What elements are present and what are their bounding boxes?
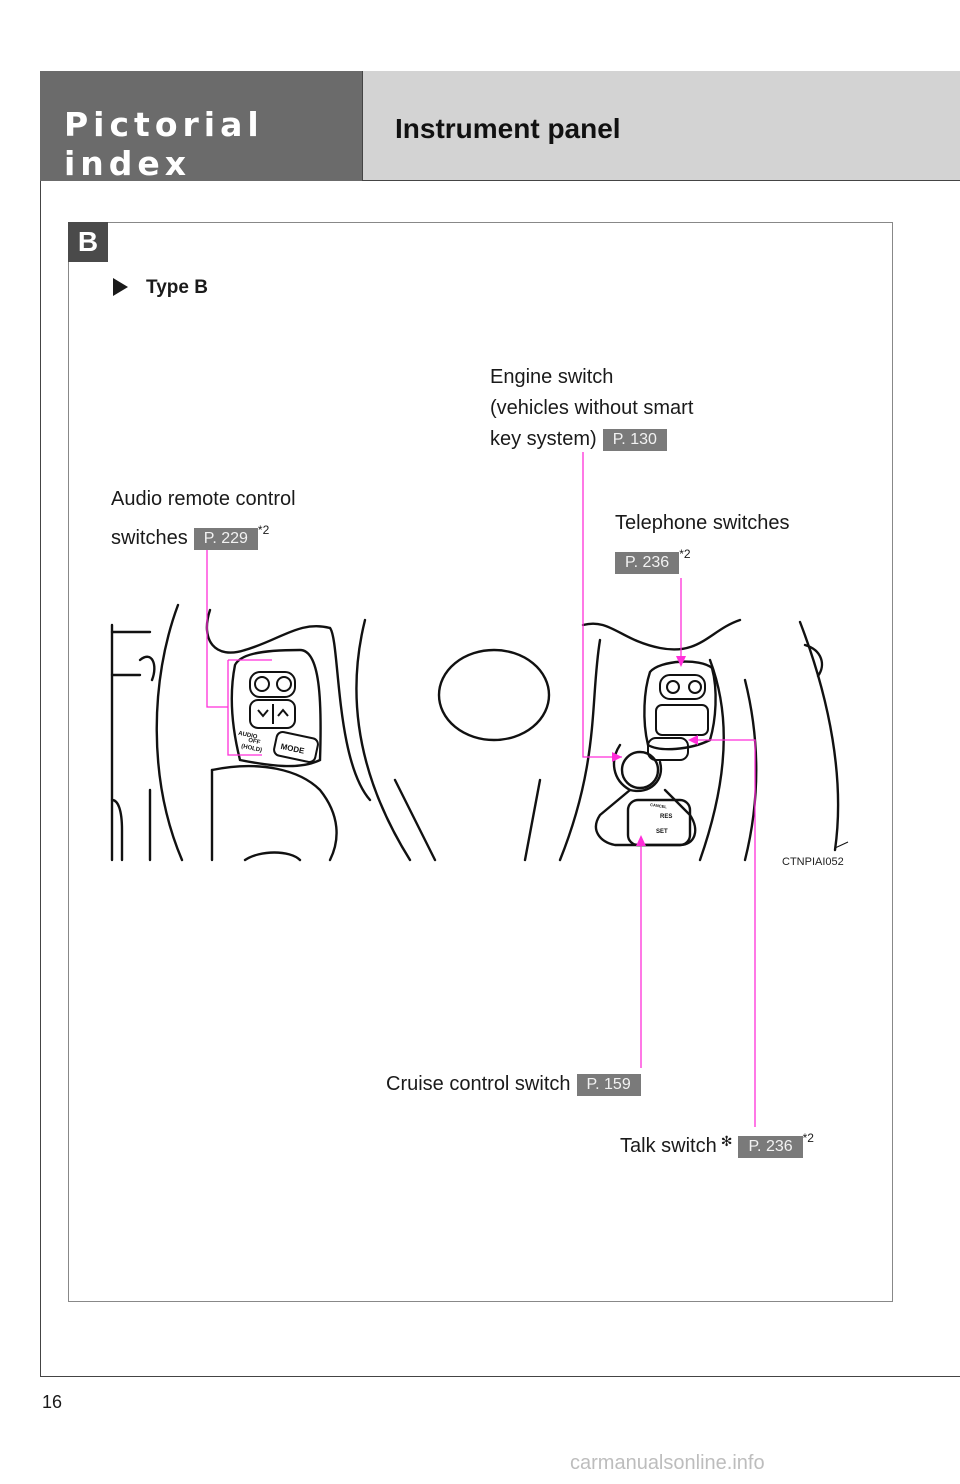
engine-switch-page-ref[interactable]: P. 130 [602,429,667,451]
hold-switch-label: (HOLD) [241,744,263,754]
mode-switch-label: MODE [280,742,306,756]
audio-switch-label: AUDIO [238,731,258,741]
page-title: Instrument panel [395,113,621,144]
talk-switch-icon: ✻ [720,1133,733,1149]
type-heading: Type B [113,277,208,299]
talk-switch-page-ref[interactable]: P. 236 [738,1136,803,1158]
engine-switch-line3: key system) [490,428,597,450]
audio-remote-line1: Audio remote control [111,488,296,510]
talk-switch-callout: Talk switch✻ P. 236*2 [620,1123,814,1162]
page-header: Instrument panel [363,71,960,181]
watermark: carmanualsonline.info [570,1452,765,1474]
figure-code: CTNPIAI052 [782,856,844,868]
cruise-control-page-ref[interactable]: P. 159 [576,1074,641,1096]
section-header: Pictorial index [40,71,363,183]
engine-switch-callout: Engine switch (vehicles without smart ke… [490,362,693,455]
engine-switch-line1: Engine switch [490,366,614,388]
off-switch-label: OFF [248,738,261,746]
talk-switch-line1: Talk switch [620,1135,717,1157]
telephone-callout: Telephone switches P. 236*2 [615,508,790,578]
page-number: 16 [42,1392,63,1412]
audio-remote-line2: switches [111,527,188,549]
cancel-switch-label: CANCEL [650,802,668,809]
audio-remote-page-ref[interactable]: P. 229 [193,528,258,550]
set-switch-label: SET [656,829,668,835]
telephone-line1: Telephone switches [615,512,790,534]
figure-panel [68,222,893,1302]
telephone-note: *2 [679,547,691,561]
talk-switch-note: *2 [802,1131,814,1145]
triangle-arrow-icon [113,278,128,296]
telephone-page-ref[interactable]: P. 236 [615,552,680,574]
res-switch-label: RES [660,814,672,820]
cruise-control-line1: Cruise control switch [386,1073,571,1095]
section-title: Pictorial index [64,105,264,183]
audio-remote-note: *2 [257,523,270,537]
engine-switch-line2: (vehicles without smart [490,397,694,419]
type-label: Type B [146,277,208,298]
section-badge: B [68,222,108,262]
